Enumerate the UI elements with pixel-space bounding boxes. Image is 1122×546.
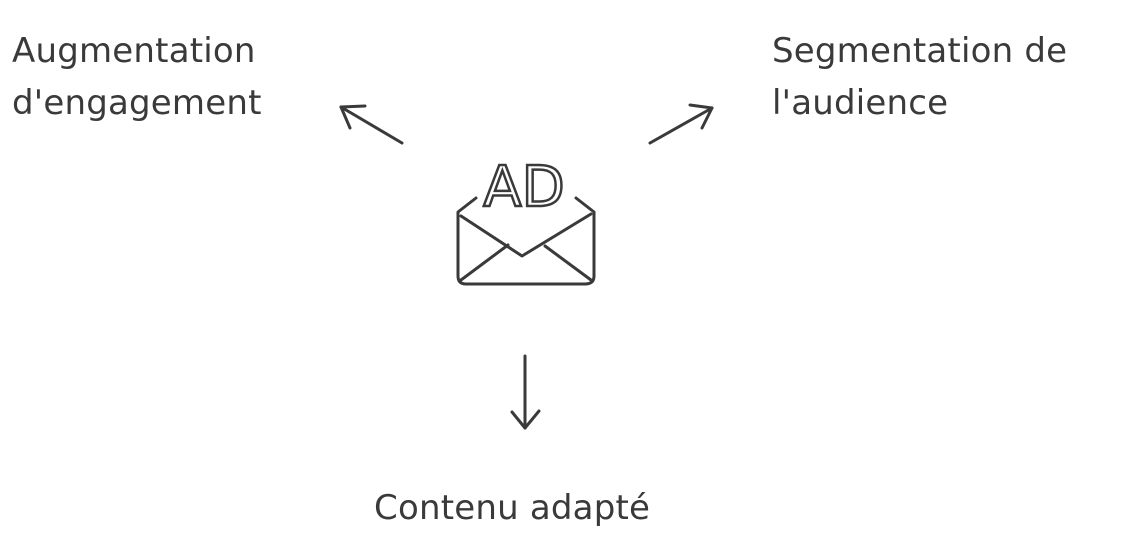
arrow-right-head bbox=[688, 103, 714, 130]
arrow-to-left-node bbox=[339, 104, 404, 145]
node-segmentation-audience: Segmentation de l'audience bbox=[772, 25, 1067, 129]
envelope-body bbox=[456, 196, 596, 286]
envelope-inner-flap bbox=[459, 212, 593, 258]
arrow-to-bottom-node bbox=[510, 354, 541, 430]
node-right-line-1: Segmentation de bbox=[772, 31, 1068, 71]
node-left-line-2: d'engagement bbox=[12, 83, 262, 123]
node-contenu-adapte: Contenu adapté bbox=[374, 482, 650, 534]
arrow-left-shaft bbox=[339, 105, 404, 145]
envelope-bottom-right-line bbox=[543, 244, 593, 282]
ad-letter-text: AD bbox=[483, 155, 564, 220]
arrow-to-right-node bbox=[648, 103, 714, 145]
node-left-line-1: Augmentation bbox=[12, 31, 256, 71]
arrow-left-head bbox=[339, 104, 367, 130]
node-bottom-line-1: Contenu adapté bbox=[374, 488, 651, 528]
node-right-line-2: l'audience bbox=[772, 83, 949, 123]
arrow-down-head bbox=[510, 409, 541, 430]
envelope-bottom-left-line bbox=[459, 243, 510, 282]
envelope-ad-icon: AD bbox=[456, 154, 596, 286]
arrow-right-shaft bbox=[648, 106, 714, 145]
node-augmentation-engagement: Augmentation d'engagement bbox=[12, 25, 262, 129]
